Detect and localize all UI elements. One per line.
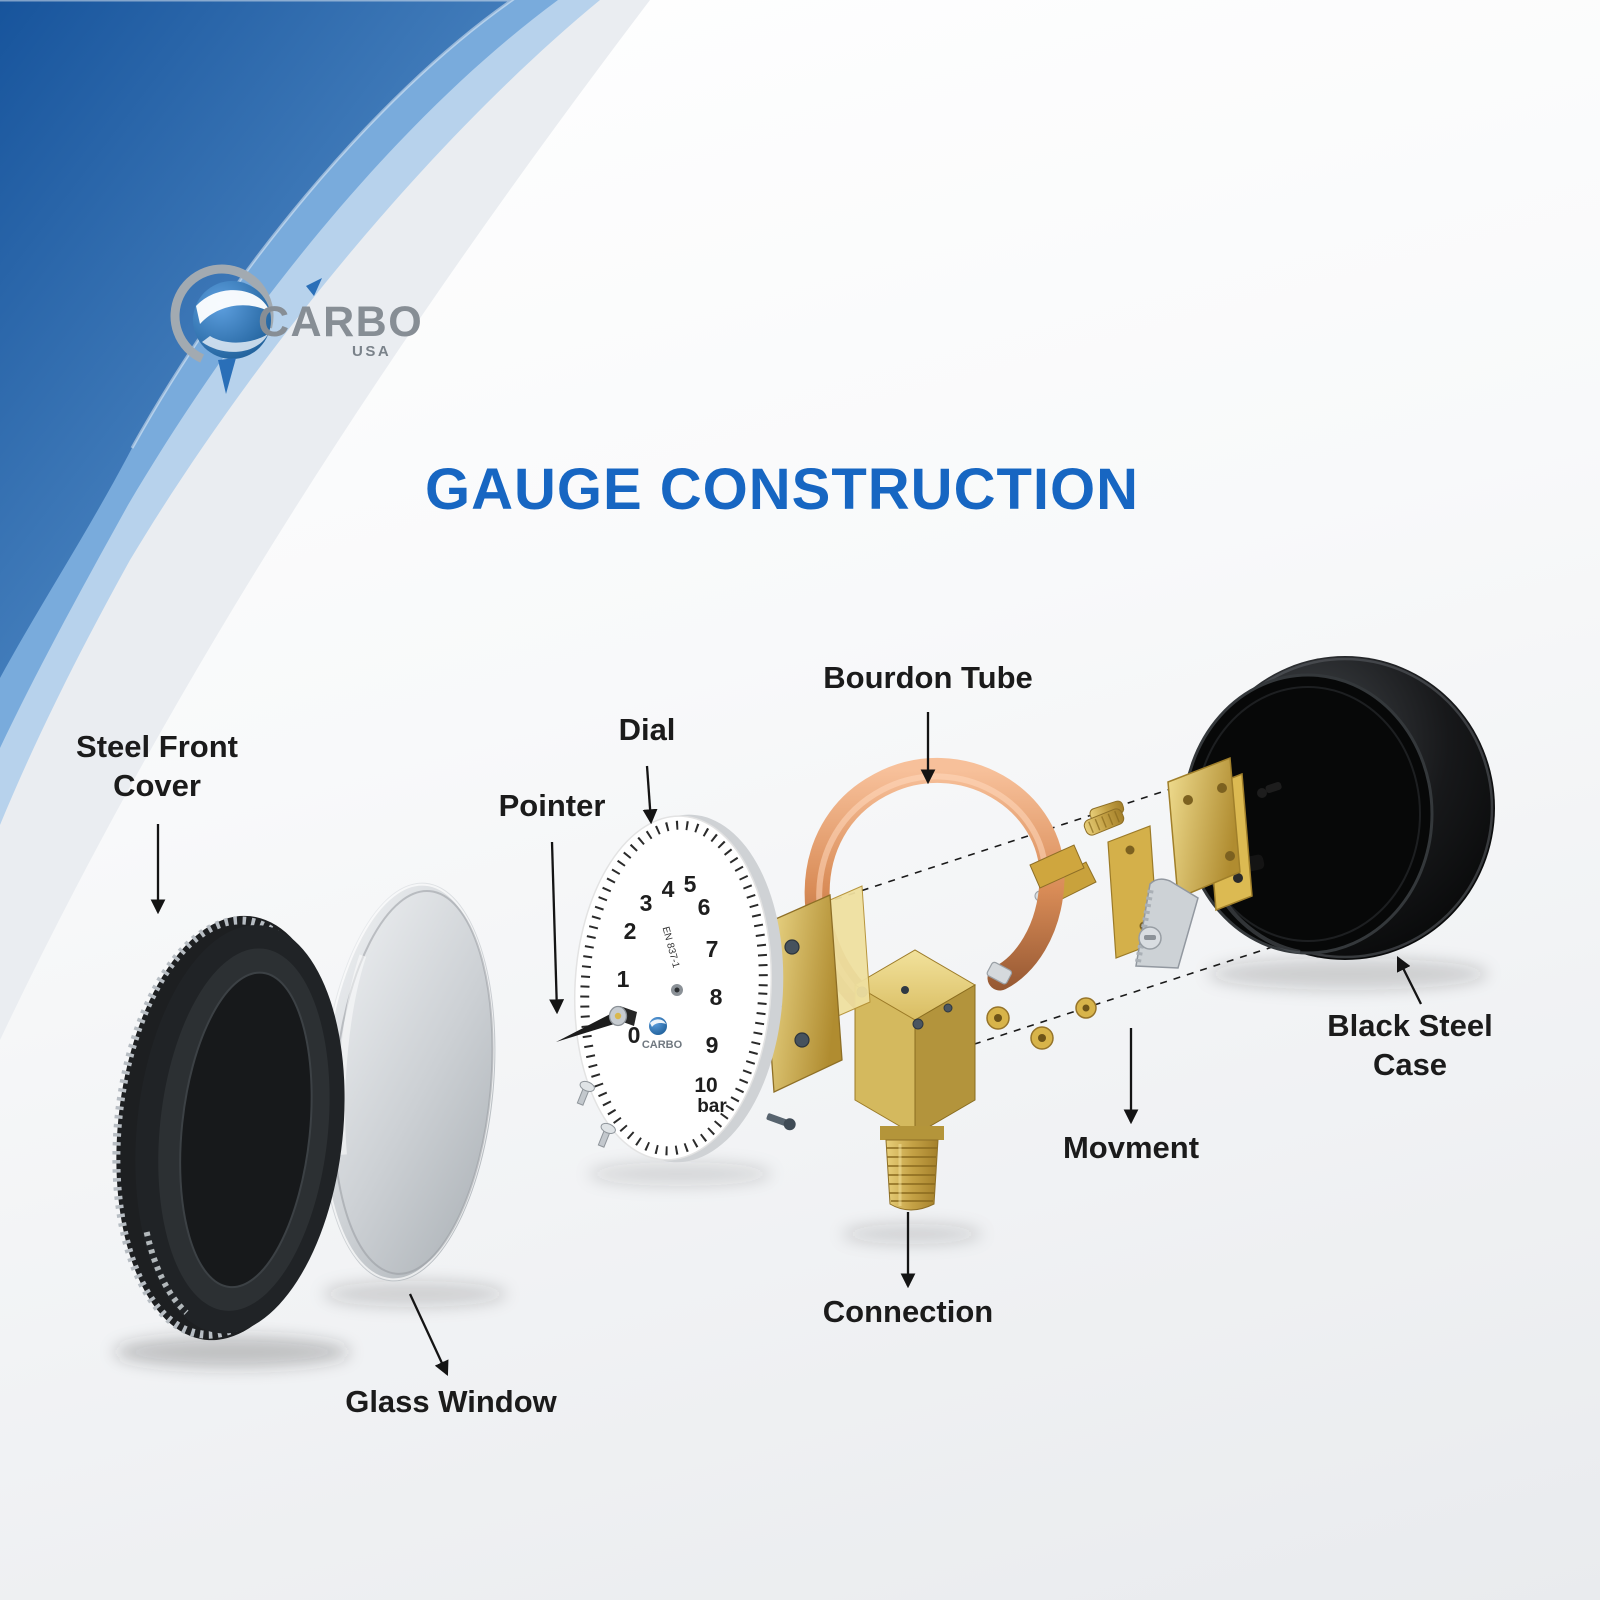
- pointer-arrow: [549, 841, 565, 1015]
- logo-brand-text: CARBO: [258, 298, 423, 346]
- mounting-bracket-part: [752, 885, 871, 1131]
- svg-text:1: 1: [617, 966, 630, 992]
- svg-text:0: 0: [628, 1022, 641, 1048]
- pointer-screws: [576, 1080, 616, 1148]
- glass-window-arrow: [408, 1293, 449, 1377]
- svg-text:9: 9: [706, 1032, 719, 1058]
- background-swoosh: [0, 0, 650, 1040]
- steel-front-cover-part: [112, 915, 345, 1341]
- svg-text:7: 7: [706, 936, 719, 962]
- connection-part: [854, 949, 976, 1211]
- svg-text:6: 6: [698, 894, 711, 920]
- page-title: GAUGE CONSTRUCTION: [425, 457, 1139, 522]
- black-steel-case-part: [1182, 656, 1495, 960]
- black-steel-case-arrow: [1396, 955, 1423, 1005]
- svg-text:5: 5: [684, 871, 697, 897]
- dial-brand-text: CARBO: [642, 1039, 683, 1051]
- label-bourdon-tube: Bourdon Tube: [823, 660, 1033, 695]
- label-steel-front-cover: Steel Front Cover: [76, 729, 238, 803]
- dial-part: EN 837-1 CARBO 0 1 2 3 4 5 6 7 8 9 10 ba…: [573, 814, 784, 1163]
- label-connection: Connection: [822, 1294, 994, 1329]
- callout-arrows: [150, 712, 1423, 1377]
- pointer-part: [556, 1005, 637, 1148]
- movement-part: [1089, 756, 1241, 969]
- logo-accent: [306, 278, 322, 296]
- carbo-logo: CARBO USA: [160, 244, 460, 404]
- svg-text:2: 2: [624, 918, 637, 944]
- logo-needle-icon: [218, 358, 236, 394]
- dial-scale-numbers: 0 1 2 3 4 5 6 7 8 9 10 bar: [617, 871, 728, 1117]
- label-dial: Dial: [618, 712, 676, 747]
- glass-window-part: [320, 882, 496, 1282]
- svg-text:3: 3: [640, 890, 653, 916]
- label-black-steel-case: Black Steel Case: [1327, 1008, 1493, 1082]
- part-shadows: [114, 958, 1488, 1368]
- dial-arrow: [642, 765, 658, 825]
- svg-text:8: 8: [710, 984, 723, 1010]
- label-glass-window: Glass Window: [345, 1384, 557, 1419]
- dial-unit-text: bar: [697, 1096, 727, 1117]
- label-movment: Movment: [1062, 1130, 1200, 1165]
- svg-text:4: 4: [662, 876, 675, 902]
- label-pointer: Pointer: [498, 788, 606, 823]
- svg-text:10: 10: [694, 1074, 717, 1097]
- logo-region-text: USA: [352, 343, 391, 360]
